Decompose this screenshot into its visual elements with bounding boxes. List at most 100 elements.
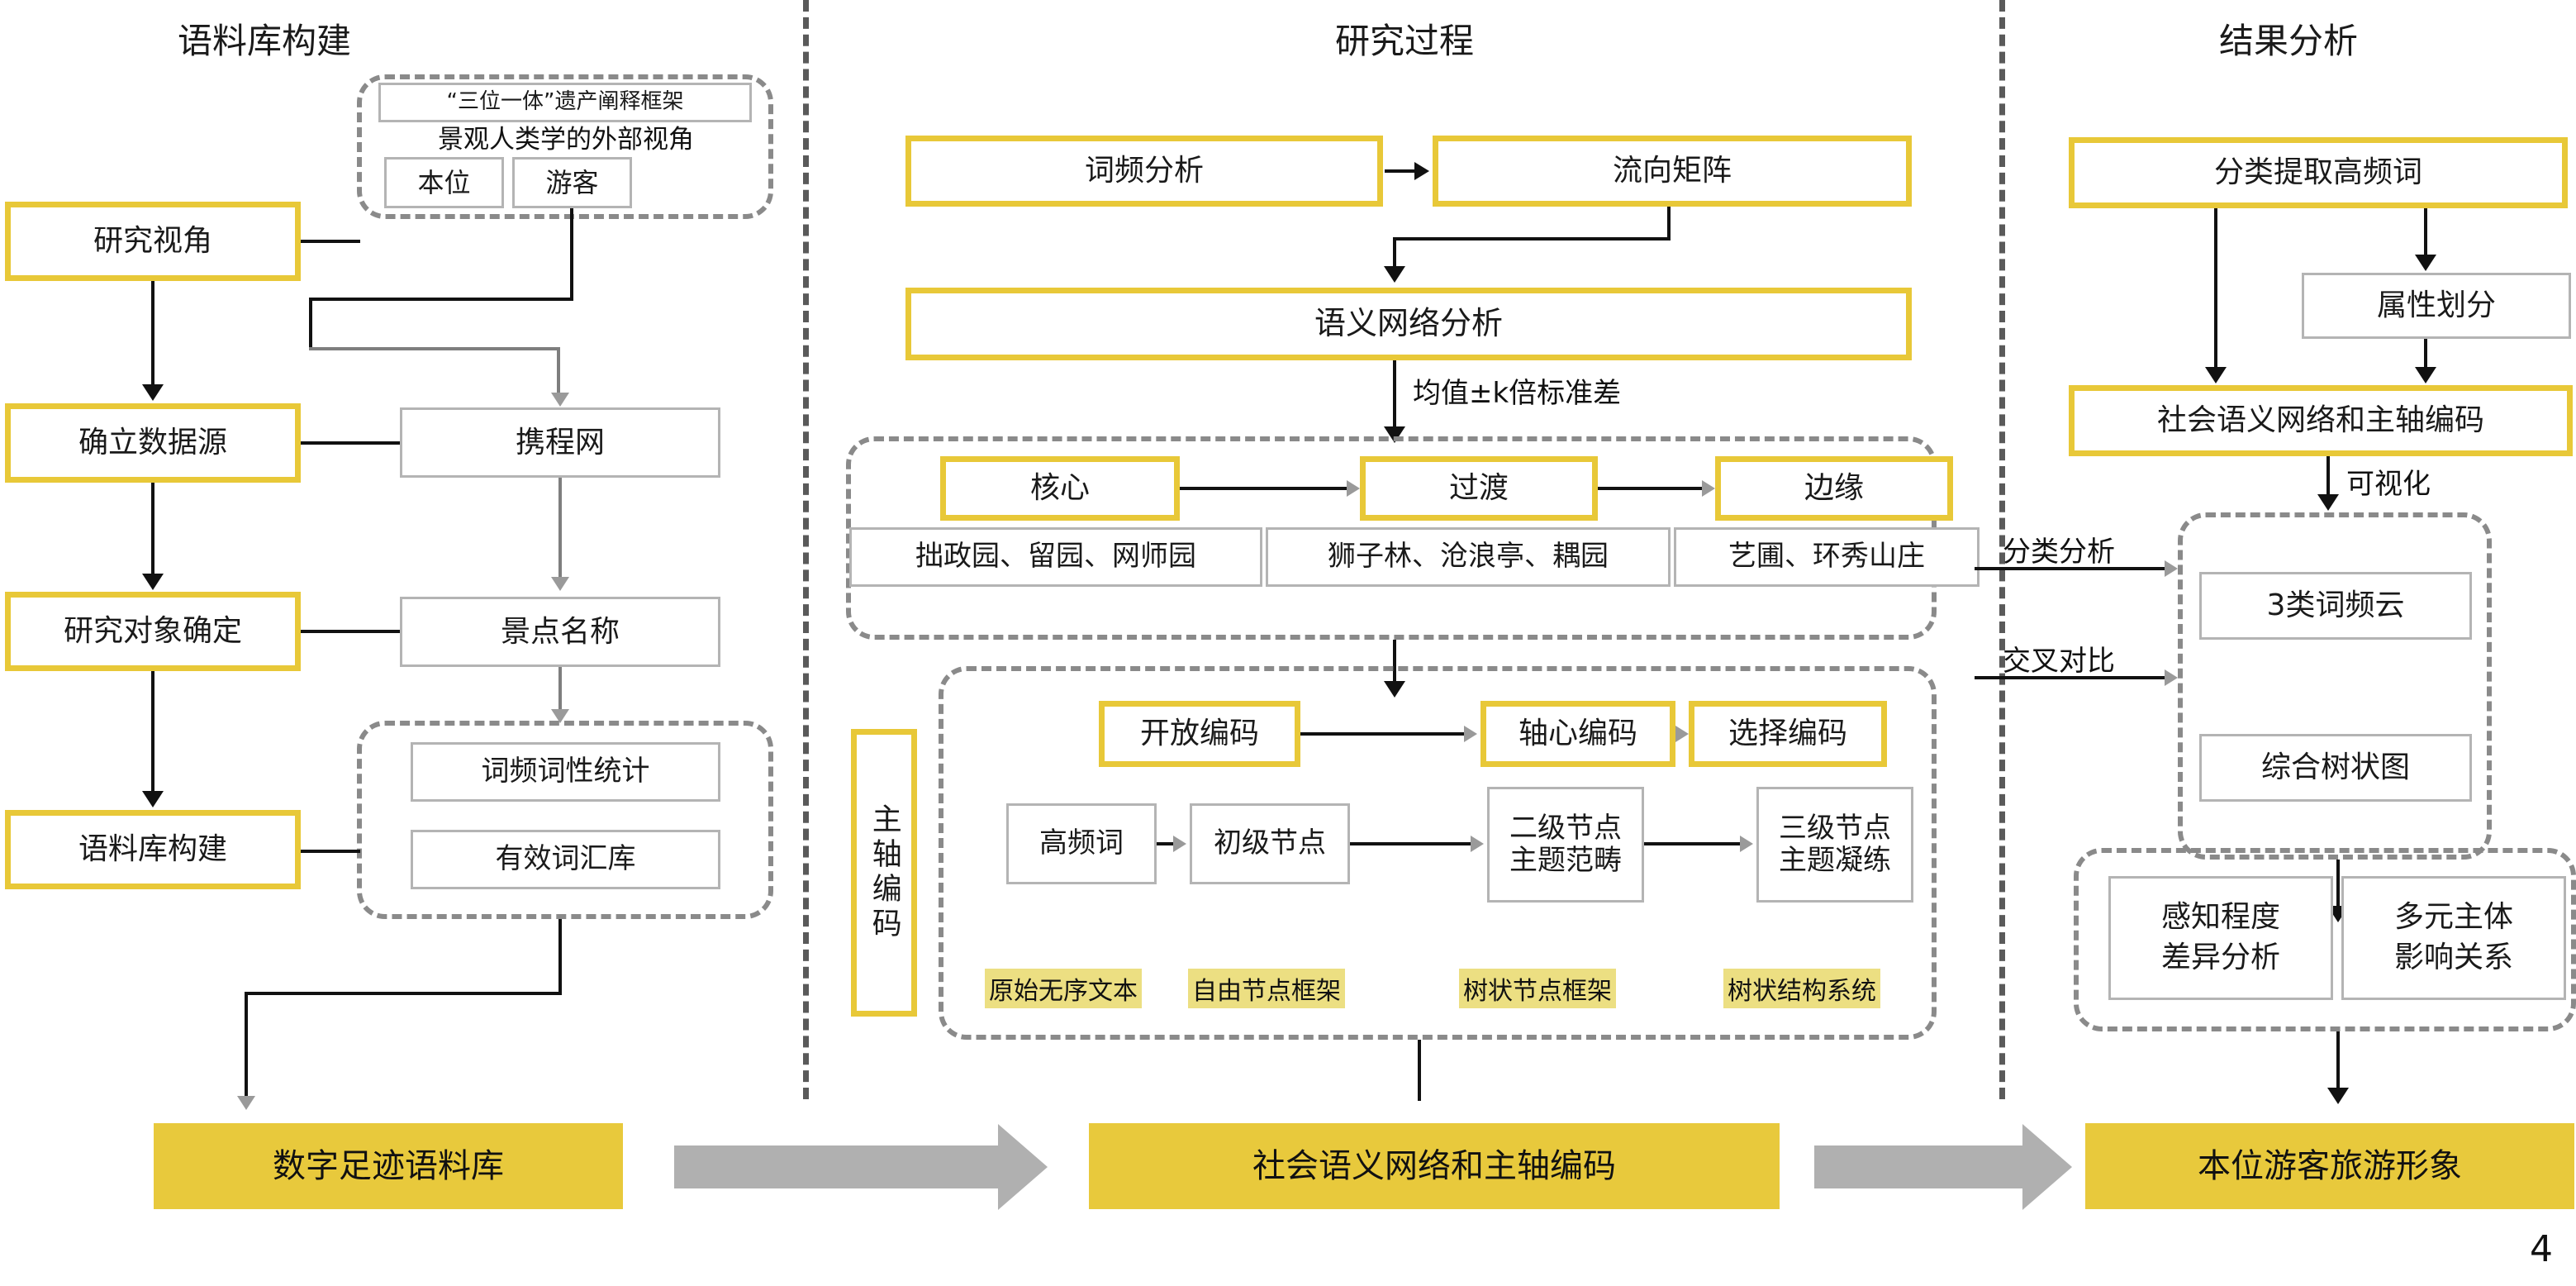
connector-extract-attribute <box>2424 208 2427 260</box>
connector-node1-2 <box>1350 842 1472 845</box>
perspective-item-1[interactable]: 游客 <box>512 157 632 208</box>
threshold-label: 均值±k倍标准差 <box>1413 377 1622 410</box>
column-separator-left <box>803 0 809 1099</box>
arrow-tier1-tier2 <box>1702 480 1715 497</box>
connector-object-corpus <box>558 667 562 715</box>
left-step-3[interactable]: 语料库构建 <box>5 810 301 889</box>
connector-step0-step1 <box>151 281 154 389</box>
arrow-step2-step3 <box>142 791 164 807</box>
attribute-box[interactable]: 属性划分 <box>2302 273 2571 339</box>
connector-step1-source <box>301 441 400 445</box>
connector-tier1-tier2 <box>1598 487 1704 490</box>
arrow-matrix-sem <box>1384 266 1405 283</box>
connector-node2-3 <box>1644 842 1742 845</box>
perspective-item-0[interactable]: 本位 <box>384 157 504 208</box>
viz-item-1[interactable]: 综合树状图 <box>2199 734 2472 802</box>
node-step-3[interactable]: 三级节点 主题凝练 <box>1756 787 1913 903</box>
corpus-item-1[interactable]: 有效词汇库 <box>411 830 720 889</box>
arrow-to-source <box>551 393 569 407</box>
coding-step-0[interactable]: 开放编码 <box>1099 701 1300 767</box>
connector-classify <box>1975 567 2166 570</box>
analysis-item-1[interactable]: 多元主体 影响关系 <box>2341 876 2566 1000</box>
arrow-classify <box>2165 560 2178 577</box>
coding-tag-1-text: 自由节点框架 <box>1188 969 1345 1008</box>
connector-tourist-down2 <box>309 298 312 349</box>
network-box[interactable]: 社会语义网络和主轴编码 <box>2069 385 2573 456</box>
object-box[interactable]: 景点名称 <box>400 597 720 667</box>
source-box[interactable]: 携程网 <box>400 407 720 478</box>
left-step-1[interactable]: 确立数据源 <box>5 403 301 483</box>
connector-network-viz <box>2326 456 2330 499</box>
bottom-bar-0[interactable]: 数字足迹语料库 <box>154 1123 623 1209</box>
coding-group <box>939 666 1937 1040</box>
coding-step-2[interactable]: 选择编码 <box>1689 701 1887 767</box>
cross-label-0: 分类分析 <box>2003 536 2115 569</box>
connector-attribute-network <box>2424 339 2427 374</box>
arrow-node2-3 <box>1740 836 1753 852</box>
analysis-item-1-text: 多元主体 影响关系 <box>2393 900 2513 974</box>
garden-0[interactable]: 拙政园、留园、网师园 <box>849 527 1262 587</box>
middle-top-1[interactable]: 流向矩阵 <box>1433 136 1912 207</box>
analysis-item-0[interactable]: 感知程度 差异分析 <box>2108 876 2333 1000</box>
tier-0[interactable]: 核心 <box>940 456 1180 521</box>
coding-tag-2-text: 树状节点框架 <box>1459 969 1616 1008</box>
tier-1[interactable]: 过渡 <box>1360 456 1598 521</box>
node-step-1[interactable]: 初级节点 <box>1190 803 1350 884</box>
connector-tourist-left <box>309 298 573 301</box>
axis-coding-label[interactable]: 主轴编码 <box>851 729 917 1017</box>
coding-tag-0-text: 原始无序文本 <box>985 969 1142 1008</box>
arrow-extract-network <box>2205 367 2227 383</box>
extract-box[interactable]: 分类提取高频词 <box>2069 137 2568 208</box>
arrow-compare <box>2165 669 2178 686</box>
connector-viz-analysis <box>2336 860 2340 911</box>
connector-to-source-v <box>557 347 560 395</box>
arrow-network-viz <box>2317 494 2339 511</box>
connector-step2-step3 <box>151 671 154 795</box>
connector-step3-corpusgroup <box>301 850 360 853</box>
bottom-bar-1[interactable]: 社会语义网络和主轴编码 <box>1089 1123 1780 1209</box>
semantic-network-box[interactable]: 语义网络分析 <box>905 288 1912 360</box>
framework-box[interactable]: “三位一体”遗产阐释框架 <box>378 83 752 122</box>
column-separator-right <box>1999 0 2005 1099</box>
column-title-left: 语料库构建 <box>177 20 351 61</box>
left-step-2[interactable]: 研究对象确定 <box>5 592 301 671</box>
connector-matrix-down <box>1667 207 1671 240</box>
coding-tag-0: 原始无序文本 <box>985 969 1142 1008</box>
column-title-right: 结果分析 <box>2218 20 2358 61</box>
column-title-middle: 研究过程 <box>1334 20 1474 61</box>
coding-tag-3: 树状结构系统 <box>1723 969 1880 1008</box>
connector-sem-down <box>1393 360 1396 431</box>
garden-1[interactable]: 狮子林、沧浪亭、耦园 <box>1266 527 1671 587</box>
arrow-node1-2 <box>1471 836 1484 852</box>
viz-item-0[interactable]: 3类词频云 <box>2199 572 2472 640</box>
tier-2[interactable]: 边缘 <box>1715 456 1953 521</box>
arrow-analysis-bottom <box>2327 1088 2349 1104</box>
arrow-tier0-tier1 <box>1347 480 1360 497</box>
left-step-0[interactable]: 研究视角 <box>5 202 301 281</box>
middle-top-0[interactable]: 词频分析 <box>905 136 1383 207</box>
visualize-label: 可视化 <box>2346 468 2431 501</box>
corpus-group <box>357 721 773 919</box>
connector-coding0-1 <box>1300 732 1466 736</box>
connector-step2-object <box>301 630 400 633</box>
node-step-2-text: 二级节点 主题范畴 <box>1509 811 1622 877</box>
analysis-item-0-text: 感知程度 差异分析 <box>2160 900 2280 974</box>
corpus-item-0[interactable]: 词频词性统计 <box>411 742 720 802</box>
node-step-2[interactable]: 二级节点 主题范畴 <box>1487 787 1644 903</box>
arrow-attribute-network <box>2415 367 2436 383</box>
node-step-0[interactable]: 高频词 <box>1006 803 1157 884</box>
connector-matrix-left <box>1393 237 1671 241</box>
connector-to-source-h <box>309 347 558 350</box>
perspective-group <box>357 74 773 219</box>
arrow-extract-attribute <box>2415 255 2436 271</box>
garden-2[interactable]: 艺圃、环秀山庄 <box>1674 527 1980 587</box>
connector-corpus-out-h <box>245 992 562 995</box>
connector-tier-coding <box>1393 640 1396 686</box>
connector-analysis-bottom <box>2336 1031 2340 1093</box>
cross-label-1: 交叉对比 <box>2003 645 2115 678</box>
coding-step-1[interactable]: 轴心编码 <box>1480 701 1675 767</box>
bottom-bar-2[interactable]: 本位游客旅游形象 <box>2085 1123 2574 1209</box>
connector-extract-network <box>2214 208 2217 374</box>
arrow-object-corpus <box>551 709 569 723</box>
